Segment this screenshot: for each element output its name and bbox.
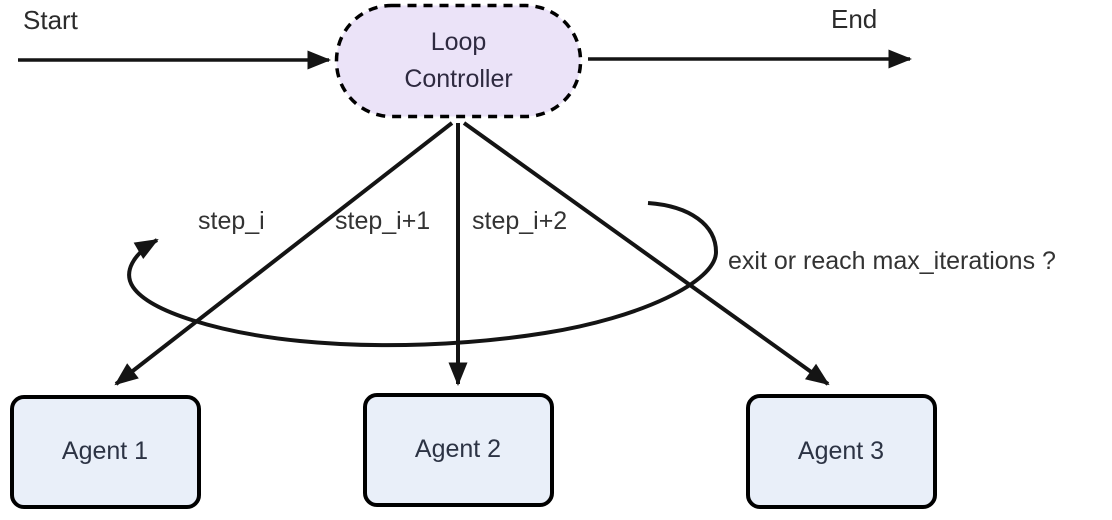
edge-controller-to-agent1: [114, 121, 454, 386]
edge-label-step-i-plus-1: step_i+1: [335, 207, 431, 235]
exit-condition-label: exit or reach max_iterations ?: [728, 247, 1056, 275]
loop-controller-node-shape: [334, 3, 583, 119]
agent1-label: Agent 1: [61, 437, 149, 465]
agent1-node-shape: [10, 395, 201, 509]
agent2-node-shape: [363, 393, 554, 507]
agent3-node: Agent 3: [746, 394, 936, 508]
loop-controller-label: Loop Controller: [404, 28, 513, 93]
agent1-node: Agent 1: [10, 395, 200, 508]
end-label: End: [831, 4, 878, 34]
start-label: Start: [23, 5, 78, 35]
agent3-label: Agent 3: [797, 436, 885, 465]
edge-controller-to-agent3: [462, 121, 830, 386]
loop-controller-node: Loop Controller: [335, 4, 582, 118]
agent3-node-shape: [746, 394, 937, 509]
edge-label-step-i-plus-2: step_i+2: [472, 207, 568, 235]
loop-iteration-arrow: [127, 201, 719, 348]
agent2-label: Agent 2: [414, 435, 502, 463]
edge-label-step-i: step_i: [198, 207, 265, 235]
agent2-node: Agent 2: [363, 393, 553, 506]
